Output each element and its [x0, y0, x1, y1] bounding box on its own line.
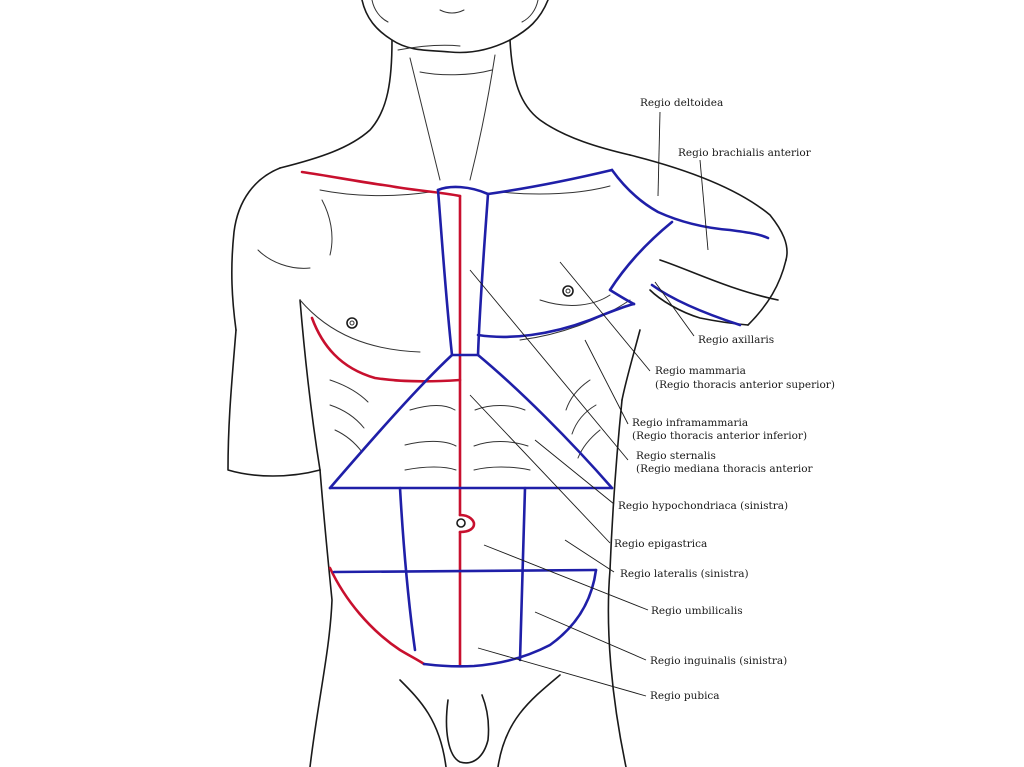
blue-midclavicular-left [518, 486, 527, 662]
leader-inframammaria [584, 339, 629, 425]
label-epigastrica: Regio epigastrica [614, 538, 707, 550]
blue-axilla-front [608, 220, 674, 306]
red-region-boundaries [300, 170, 476, 667]
groin-right [497, 674, 561, 767]
label-brachialis: Regio brachialis anterior [678, 147, 812, 159]
blue-sternum-top [436, 185, 490, 196]
neck-muscle-lines [397, 44, 496, 181]
blue-mammary-lower [476, 302, 636, 339]
red-inguinal-line [328, 566, 426, 666]
left-shoulder [629, 154, 788, 261]
pectoral-detail [299, 294, 631, 353]
blue-intertubercular-line [332, 568, 598, 574]
abdominal-detail [404, 405, 531, 471]
label-sternalis-line2: (Regio mediana thoracis anterior [636, 463, 814, 475]
leader-epigastrica [469, 394, 611, 544]
right-nipple [346, 317, 358, 329]
leader-umbilicalis [483, 544, 649, 611]
leader-lines [469, 111, 709, 697]
leader-brachialis [699, 159, 709, 251]
leader-axillaris [654, 281, 695, 337]
face-detail [371, 0, 539, 23]
torso-right-side [607, 399, 627, 767]
label-hypochondriaca: Regio hypochondriaca (sinistra) [618, 500, 788, 512]
head-outline [361, 0, 549, 54]
blue-costal-right [476, 353, 614, 490]
rib-detail [329, 379, 601, 459]
red-inframammary-line [310, 316, 462, 383]
label-umbilicalis: Regio umbilicalis [651, 605, 743, 617]
label-deltoidea: Regio deltoidea [640, 97, 723, 109]
neck-right [509, 39, 631, 156]
leader-pubica [477, 647, 647, 697]
neck-left [279, 39, 393, 169]
red-clavicle-line [300, 170, 462, 198]
blue-arm-line [650, 283, 742, 327]
leader-hypochondriaca [534, 439, 615, 505]
torso-left-side [309, 469, 333, 767]
groin-left [399, 679, 447, 767]
blue-deltoid-front [610, 168, 770, 240]
label-inframammaria-line1: Regio inframammaria [632, 417, 748, 429]
right-nipple-center [349, 320, 355, 326]
leader-deltoidea [657, 111, 661, 197]
blue-costal-left [328, 353, 454, 490]
left-nipple [562, 285, 574, 297]
region-labels: Regio deltoidea Regio brachialis anterio… [614, 97, 835, 702]
blue-midclavicular-right [398, 486, 417, 652]
navel [456, 518, 466, 528]
blue-sternum-right [476, 192, 490, 357]
right-deltoid-detail [257, 199, 333, 269]
label-inframammaria-line2: (Regio thoracis anterior inferior) [632, 430, 807, 442]
right-arm [227, 329, 321, 477]
blue-region-boundaries [328, 168, 770, 668]
right-shoulder [231, 167, 281, 331]
label-mammaria-line1: Regio mammaria [655, 365, 746, 377]
torso-right-upper [621, 329, 641, 401]
label-inguinalis: Regio inguinalis (sinistra) [650, 655, 787, 667]
leader-sternalis [469, 269, 629, 461]
left-arm-stump [659, 259, 787, 326]
blue-inguinal-arc [422, 568, 598, 668]
body-outline [227, 0, 788, 767]
right-arm-inner [299, 299, 321, 471]
label-axillaris: Regio axillaris [698, 334, 774, 346]
red-navel-arc [458, 513, 476, 534]
label-sternalis-line1: Regio sternalis [636, 450, 716, 462]
blue-sternum-left [436, 188, 454, 357]
left-nipple-center [565, 288, 571, 294]
leader-lateralis [564, 539, 615, 573]
label-pubica: Regio pubica [650, 690, 720, 702]
blue-clavicle-line [486, 168, 614, 196]
leader-mammaria [559, 261, 651, 372]
label-lateralis: Regio lateralis (sinistra) [620, 568, 749, 580]
clavicle-detail [319, 185, 611, 197]
label-mammaria-line2: (Regio thoracis anterior superior) [655, 379, 835, 391]
genitals [445, 694, 490, 764]
leader-inguinalis [534, 611, 647, 661]
